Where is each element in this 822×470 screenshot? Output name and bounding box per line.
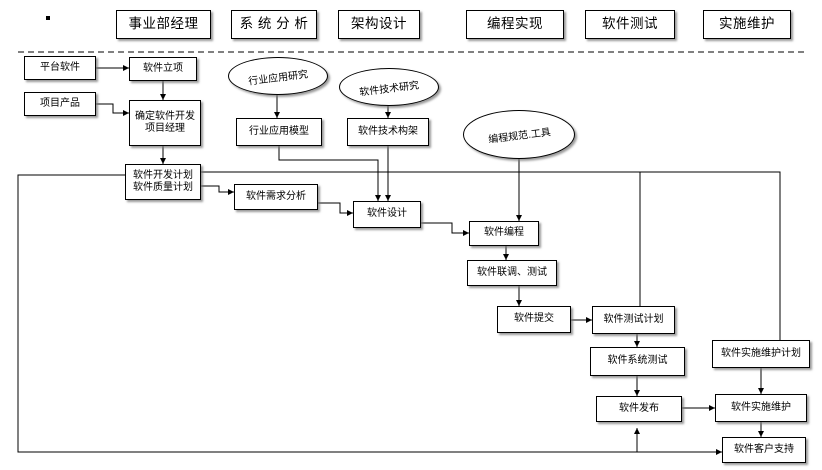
node-implementation-maintenance[interactable]: 软件实施维护 (715, 394, 807, 422)
ellipse-coding-standards-tools-label: 编程规范.工具 (487, 127, 552, 146)
node-software-project-initiation[interactable]: 软件立项 (129, 57, 197, 81)
node-customer-support[interactable]: 软件客户支持 (722, 437, 806, 463)
ellipse-industry-research[interactable]: 行业应用研究 (228, 57, 328, 95)
node-requirements-analysis[interactable]: 软件需求分析 (234, 184, 318, 210)
node-maintenance-plan[interactable]: 软件实施维护计划 (712, 340, 810, 368)
node-software-tech-architecture[interactable]: 软件技术构架 (347, 118, 429, 146)
bullet-marker (46, 16, 50, 20)
node-system-test[interactable]: 软件系统测试 (590, 347, 685, 376)
header-node-programming[interactable]: 编程实现 (466, 10, 564, 39)
header-node-division-manager[interactable]: 事业部经理 (116, 10, 211, 39)
node-project-product[interactable]: 项目产品 (24, 92, 96, 116)
node-industry-application-model[interactable]: 行业应用模型 (236, 118, 322, 146)
node-assign-project-manager[interactable]: 确定软件开发 项目经理 (129, 100, 201, 146)
node-software-programming[interactable]: 软件编程 (469, 221, 539, 246)
node-software-design[interactable]: 软件设计 (353, 201, 421, 228)
node-software-release[interactable]: 软件发布 (596, 396, 682, 422)
ellipse-software-tech-research[interactable]: 软件技术研究 (339, 68, 439, 106)
header-node-system-analysis[interactable]: 系 统 分 析 (231, 10, 317, 39)
header-node-software-testing[interactable]: 软件测试 (585, 10, 675, 39)
node-software-submission[interactable]: 软件提交 (497, 306, 571, 333)
ellipse-industry-research-label: 行业应用研究 (247, 68, 309, 88)
node-dev-and-quality-plan[interactable]: 软件开发计划 软件质量计划 (125, 164, 201, 200)
header-node-implementation-maintenance[interactable]: 实施维护 (703, 10, 791, 39)
node-platform-software[interactable]: 平台软件 (24, 56, 96, 80)
ellipse-software-tech-research-label: 软件技术研究 (358, 79, 420, 99)
node-integration-test[interactable]: 软件联调、测试 (467, 260, 557, 286)
node-test-plan[interactable]: 软件测试计划 (592, 306, 675, 334)
header-node-architecture-design[interactable]: 架构设计 (338, 10, 420, 39)
ellipse-coding-standards-tools[interactable]: 编程规范.工具 (463, 110, 575, 159)
